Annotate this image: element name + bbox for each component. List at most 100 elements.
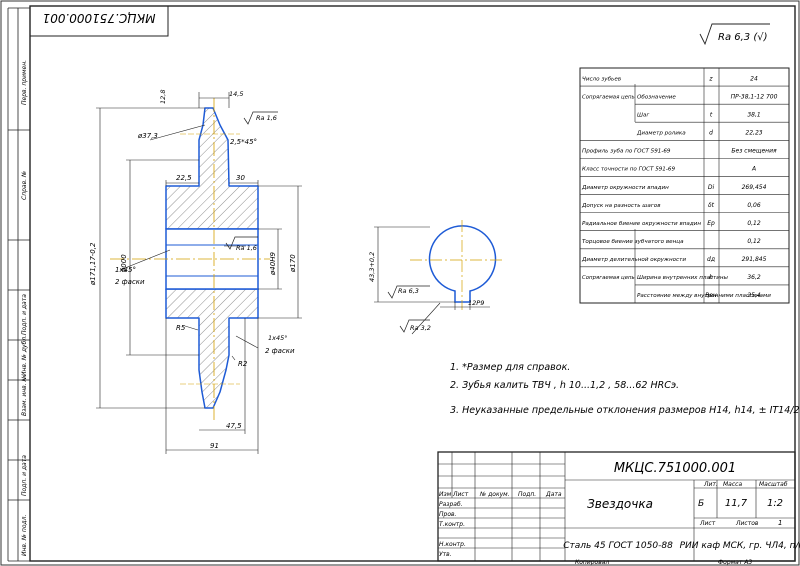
- keyway-roughness: Ra 6,3: [398, 287, 419, 295]
- left-margin-stamp: [7, 7, 30, 562]
- title-role: Пров.: [439, 511, 457, 518]
- title-lit-value: Б: [698, 499, 704, 509]
- format-label: Формат А3: [718, 559, 752, 566]
- side-label: Взам. инв. №: [21, 375, 28, 416]
- dim-bore-chamfer: 1х45°: [115, 266, 136, 274]
- title-role: Разраб.: [439, 501, 463, 508]
- dim-bore-diameter: ø40Н9: [269, 252, 277, 276]
- param-name: Ширина внутренних пластины: [637, 275, 729, 281]
- side-label: Перв. примен.: [21, 60, 28, 105]
- technical-notes: 1. *Размер для справок. 2. Зубья калить …: [450, 362, 800, 416]
- title-col: Дата: [545, 491, 562, 498]
- svg-text:Ra 6,3 (√): Ra 6,3 (√): [718, 32, 768, 43]
- svg-text:Ra 1,6: Ra 1,6: [256, 114, 277, 122]
- title-part-name: Звездочка: [587, 497, 653, 511]
- param-name: Число зубьев: [582, 76, 621, 82]
- sprocket-dim-texts: ø171,17-0,2 ø000 ø40Н9 ø170 22,5 30 2,5*…: [89, 90, 297, 450]
- general-roughness-mark: Ra 6,3 (√): [699, 23, 770, 46]
- side-label: Подп. и дата: [21, 294, 28, 335]
- param-value: 25,4: [747, 292, 761, 299]
- sprocket-section: [110, 98, 270, 420]
- param-symbol: δt: [708, 202, 715, 209]
- param-symbol: Eр: [707, 220, 715, 227]
- param-value: 0,06: [747, 202, 761, 209]
- copied-label: Копировал: [575, 559, 609, 566]
- param-value: 0,12: [747, 220, 761, 227]
- title-lit-header: Лит.: [703, 481, 718, 488]
- param-value: 22,23: [745, 130, 762, 137]
- keyway-width-dim: 12Р9: [468, 299, 484, 307]
- param-name: Шаг: [637, 112, 649, 118]
- svg-text:Ra 1,6: Ra 1,6: [236, 244, 257, 252]
- title-doc-code: МКЦС.751000.001: [614, 461, 736, 476]
- param-name: Торцовое биение зубчатого венца: [582, 239, 684, 245]
- dim-radius-2: R2: [238, 360, 248, 368]
- title-sheets-value: 1: [778, 519, 782, 527]
- param-name: Диаметр ролика: [636, 131, 686, 137]
- title-role: Утв.: [439, 551, 452, 558]
- side-label: Инв. № подл.: [21, 515, 28, 556]
- roughness-marks-sprocket: Ra 1,6 Ra 1,6: [225, 111, 278, 252]
- side-labels: Перв. примен. Справ. № Подп. и дата Инв.…: [21, 60, 28, 556]
- param-symbol: z: [708, 75, 713, 82]
- param-value: 36,2: [747, 274, 761, 281]
- title-col: Подп.: [518, 491, 536, 498]
- dim-hub-diameter: ø000: [120, 254, 128, 273]
- title-organization: РИИ каф МСК, гр. ЧЛ4, п/п: [680, 541, 800, 551]
- dim-width-30: 30: [236, 174, 245, 182]
- dim-hub-chamfer-note: 2 фаски: [265, 347, 295, 355]
- dim-bore-chamfer-note: 2 фаски: [115, 278, 145, 286]
- param-name: Радиальное биение окружности впадин: [582, 221, 701, 227]
- upper-half-hatched: [165, 107, 259, 230]
- param-name: Допуск на разность шагов: [581, 203, 661, 209]
- keyway-roughness-2: Ra 3,2: [410, 324, 431, 332]
- dim-rim-diameter: ø170: [289, 254, 297, 273]
- title-col: Лист: [452, 491, 469, 498]
- note-1: 1. *Размер для справок.: [450, 362, 570, 373]
- note-2: 2. Зубья калить ТВЧ , h 10...1,2 , 58...…: [450, 380, 679, 391]
- param-symbol: d: [709, 130, 713, 137]
- param-name: Диаметр окружности впадин: [581, 185, 669, 191]
- keyway-section: Ra 6,3 Ra 3,2 43,3+0,2 12Р9: [368, 220, 505, 335]
- param-value: ПР-38,1-12 700: [731, 93, 778, 100]
- side-label: Инв. № дубл.: [21, 335, 28, 376]
- title-role: Н.контр.: [439, 541, 466, 548]
- param-group-label: Сопрягаемая цепь: [582, 94, 635, 100]
- param-symbol: Di: [708, 184, 715, 191]
- dim-outer-diameter: ø171,17-0,2: [89, 242, 97, 286]
- param-name: Профиль зуба по ГОСТ 591-69: [582, 149, 671, 155]
- param-symbol: dд: [707, 256, 715, 263]
- param-value: 38,1: [747, 111, 760, 118]
- side-label: Справ. №: [21, 171, 28, 200]
- param-name: Расстояние между внутренними пластинами: [637, 293, 771, 299]
- dim-width-475: 47,5: [226, 422, 242, 430]
- param-name: Обозначение: [637, 94, 676, 100]
- dim-width-225: 22,5: [176, 174, 192, 182]
- dim-radius-5: R5: [176, 324, 186, 332]
- title-mass-header: Масса: [723, 481, 742, 488]
- dim-hub-chamfer: 1х45°: [268, 334, 288, 342]
- param-value: 24: [750, 75, 758, 82]
- dim-128: 12,8: [159, 90, 167, 104]
- title-col: № докум.: [479, 491, 510, 498]
- title-sheets-label: Листов: [735, 520, 759, 527]
- title-mass-value: 11,7: [725, 498, 748, 509]
- title-role: Т.контр.: [439, 521, 465, 528]
- param-value: А: [751, 166, 756, 173]
- title-sheet-label: Лист: [699, 520, 716, 527]
- sprocket-dimensions: [96, 92, 302, 454]
- param-name: Класс точности по ГОСТ 591-69: [582, 167, 675, 173]
- lower-half-hatched: [165, 288, 259, 409]
- param-symbol: Вен: [705, 292, 717, 299]
- title-scale-header: Масштаб: [759, 481, 788, 488]
- param-value: Без смещения: [731, 148, 777, 155]
- drawing-frame: [29, 5, 796, 562]
- title-scale-value: 1:2: [767, 498, 783, 509]
- dim-tooth-radius: ø37,3: [137, 132, 158, 140]
- keyway-depth-dim: 43,3+0,2: [368, 252, 376, 282]
- param-group-label: Сопрягаемая цепь: [582, 275, 635, 281]
- param-value: 0,12: [747, 238, 761, 245]
